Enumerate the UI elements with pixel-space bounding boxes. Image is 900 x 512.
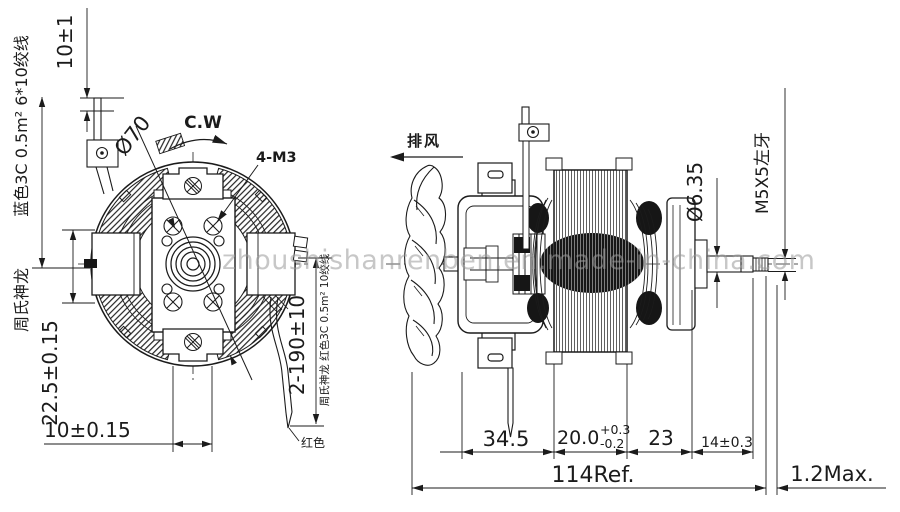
dim-stack-tol-minus: -0.2 bbox=[600, 436, 624, 451]
shaft-bearing-rings bbox=[165, 236, 221, 292]
end-bell bbox=[457, 195, 544, 334]
dim-stack-length: 20.0 bbox=[557, 427, 599, 449]
red-lead-spec-label: 周氏神龙 红色3C 0.5m² 10绞线 bbox=[318, 253, 331, 406]
right-brush-block bbox=[246, 232, 309, 312]
dim-shaft-extension: 14±0.3 bbox=[701, 435, 753, 451]
front-dimensions bbox=[32, 8, 332, 452]
red-lead-color-label: 红色 bbox=[301, 435, 325, 450]
brand-label: 周氏神龙 bbox=[12, 268, 31, 332]
side-dimensions bbox=[411, 88, 886, 495]
m3-screws bbox=[161, 216, 225, 312]
side-dimension-arrows bbox=[412, 246, 789, 492]
blue-lead-spec-label: 蓝色3C 0.5m² 6*10绞线 bbox=[12, 35, 31, 217]
lead-length-label: 2-190±10 bbox=[285, 295, 309, 395]
mount-screws-label: 4-M3 bbox=[256, 150, 297, 166]
cooling-fan bbox=[403, 164, 447, 366]
dim-housing-to-stack: 34.5 bbox=[483, 427, 530, 451]
terminal-height-label: 10±1 bbox=[53, 15, 77, 70]
side-view bbox=[386, 106, 802, 438]
airflow-label: 排风 bbox=[407, 132, 441, 150]
side-terminal bbox=[507, 106, 550, 438]
shaft-center-height-label: 22.5±0.15 bbox=[38, 320, 62, 426]
screw-offset-label: 10±0.15 bbox=[44, 418, 131, 442]
shaft-diameter-label: Ø6.35 bbox=[683, 162, 707, 222]
shaft-thread-label: M5X5左牙 bbox=[753, 132, 773, 214]
tab-screws bbox=[184, 177, 202, 351]
watermark-text: zhoushishanrenben.en.made-in-china.com bbox=[222, 245, 815, 276]
dim-end-play: 1.2Max. bbox=[790, 462, 874, 486]
dim-stack-tol-plus: +0.3 bbox=[600, 422, 630, 437]
rotation-direction-label: C.W bbox=[184, 113, 222, 133]
front-dimension-arrows bbox=[38, 88, 320, 448]
left-coil-end bbox=[527, 197, 553, 331]
front-terminal bbox=[86, 97, 119, 195]
front-labels: 10±1 蓝色3C 0.5m² 6*10绞线 周氏神龙 22.5±0.15 10… bbox=[12, 15, 331, 450]
dim-stack-to-bearing: 23 bbox=[648, 426, 673, 450]
left-brush-block bbox=[84, 232, 141, 296]
stator-stack bbox=[540, 157, 644, 365]
front-view bbox=[78, 97, 310, 442]
side-labels: 排风 Ø6.35 M5X5左牙 34.5 20.0 +0.3 -0.2 23 1… bbox=[407, 132, 874, 488]
red-lead-wire bbox=[269, 296, 300, 442]
right-coil-end bbox=[629, 199, 662, 329]
dim-overall-length: 114Ref. bbox=[552, 463, 635, 488]
output-shaft bbox=[706, 255, 769, 273]
exhaust-arrow bbox=[390, 152, 463, 162]
right-end-bell bbox=[666, 197, 708, 331]
